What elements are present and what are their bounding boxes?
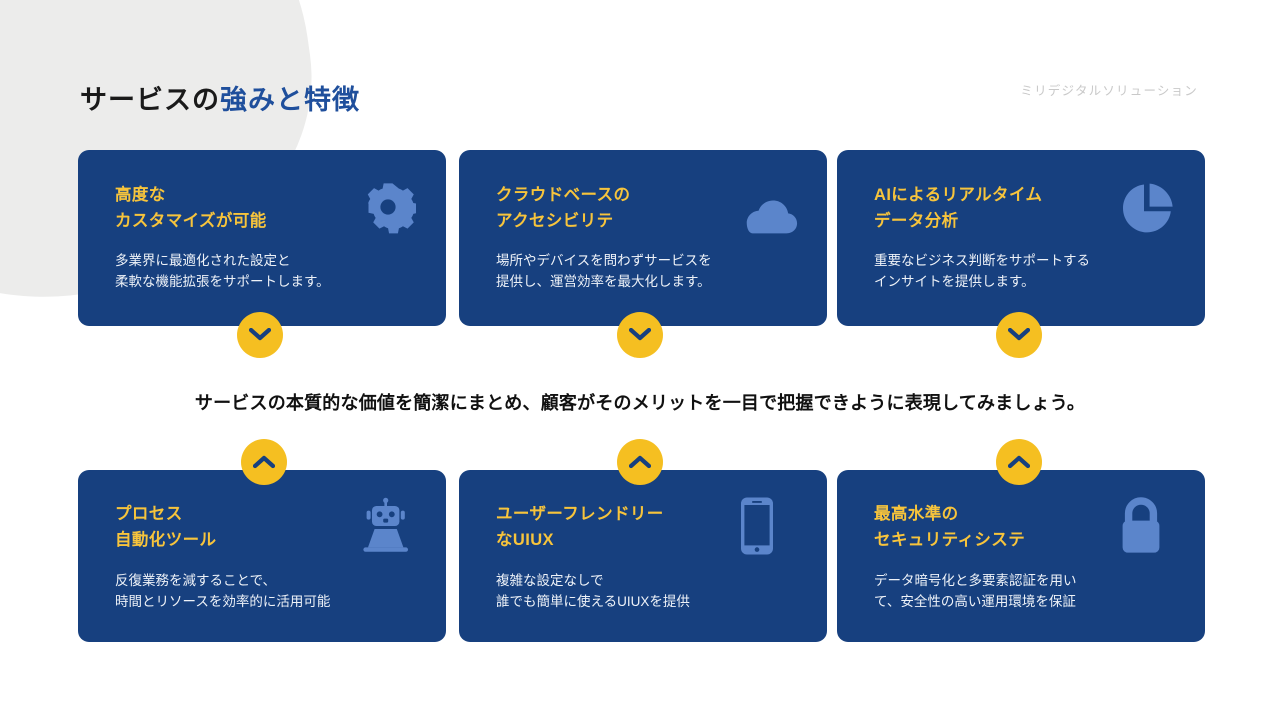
card-title: 高度な カスタマイズが可能: [115, 183, 267, 234]
card-title-line1: クラウドベースの: [496, 186, 631, 204]
chevron-up-icon: [629, 455, 651, 469]
card-body-line2: インサイトを提供します。: [874, 274, 1035, 290]
card-body-line1: データ暗号化と多要素認証を用い: [874, 573, 1077, 588]
card-body: データ暗号化と多要素認証を用い て、安全性の高い運用環境を保証: [874, 570, 1077, 613]
card-title-line1: ユーザーフレンドリー: [496, 505, 664, 523]
card-title-line2: アクセシビリテ: [496, 211, 614, 230]
card-body-line1: 複雑な設定なしで: [496, 573, 604, 588]
feature-card-process-automation[interactable]: プロセス 自動化ツール 反復業務を減することで、 時間とリソースを効率的に活用可…: [78, 470, 446, 642]
card-title-line1: 高度な: [115, 186, 166, 204]
lock-icon: [1111, 496, 1171, 556]
card-body-line2: 誰でも簡単に使えるUIUXを提供: [496, 594, 690, 610]
card-title-line1: 最高水準の: [874, 505, 959, 523]
card-title-line2: セキュリティシステ: [874, 530, 1026, 549]
card-body: 複雑な設定なしで 誰でも簡単に使えるUIUXを提供: [496, 570, 690, 613]
feature-card-customization[interactable]: 高度な カスタマイズが可能 多業界に最適化された設定と 柔軟な機能拡張をサポート…: [78, 150, 446, 326]
card-body-line1: 場所やデバイスを問わずサービスを: [496, 253, 712, 268]
card-body-line1: 重要なビジネス判断をサポートする: [874, 253, 1090, 268]
chevron-down-icon: [629, 328, 651, 341]
chevron-up-badge-3[interactable]: [996, 439, 1042, 485]
card-title: ユーザーフレンドリー なUIUX: [496, 502, 664, 553]
card-body: 場所やデバイスを問わずサービスを 提供し、運営効率を最大化します。: [496, 250, 712, 293]
card-body-line2: 提供し、運営効率を最大化します。: [496, 274, 711, 290]
page-title-plain: サービスの: [80, 85, 220, 115]
chevron-down-badge-2[interactable]: [617, 312, 663, 358]
chevron-down-icon: [249, 328, 271, 341]
card-body-line2: て、安全性の高い運用環境を保証: [874, 594, 1076, 610]
chevron-up-icon: [253, 455, 275, 469]
card-title: クラウドベースの アクセシビリテ: [496, 183, 630, 234]
pie-chart-icon: [1117, 178, 1177, 238]
card-title-line2: 自動化ツール: [115, 530, 217, 549]
cloud-icon: [739, 184, 799, 244]
card-body-line2: 時間とリソースを効率的に活用可能: [115, 594, 331, 610]
card-title: AIによるリアルタイム データ分析: [874, 183, 1042, 234]
card-body-line1: 反復業務を減することで、: [115, 573, 277, 588]
robot-icon: [356, 496, 416, 556]
center-statement: サービスの本質的な価値を簡潔にまとめ、顧客がそのメリットを一目で把握できように表…: [194, 393, 1086, 413]
feature-card-user-friendly-uiux[interactable]: ユーザーフレンドリー なUIUX 複雑な設定なしで 誰でも簡単に使えるUIUXを…: [459, 470, 827, 642]
card-body: 多業界に最適化された設定と 柔軟な機能拡張をサポートします。: [115, 250, 330, 293]
card-body: 重要なビジネス判断をサポートする インサイトを提供します。: [874, 250, 1090, 293]
feature-card-security-system[interactable]: 最高水準の セキュリティシステ データ暗号化と多要素認証を用い て、安全性の高い…: [837, 470, 1205, 642]
card-title-line2: なUIUX: [496, 530, 554, 549]
chevron-down-badge-1[interactable]: [237, 312, 283, 358]
brand-label: ミリデジタルソリューション: [1020, 84, 1198, 98]
card-title: プロセス 自動化ツール: [115, 502, 216, 553]
smartphone-icon: [727, 496, 787, 556]
card-body-line2: 柔軟な機能拡張をサポートします。: [115, 274, 330, 290]
page-title-accent: 強みと特徴: [220, 85, 360, 115]
feature-card-cloud-accessibility[interactable]: クラウドベースの アクセシビリテ 場所やデバイスを問わずサービスを 提供し、運営…: [459, 150, 827, 326]
chevron-up-icon: [1008, 455, 1030, 469]
page-title: サービスの強みと特徴: [80, 78, 360, 117]
card-title-line2: データ分析: [874, 211, 959, 230]
card-title-line1: AIによるリアルタイム: [874, 186, 1043, 204]
card-title-line1: プロセス: [115, 505, 183, 523]
feature-card-ai-realtime-analytics[interactable]: AIによるリアルタイム データ分析 重要なビジネス判断をサポートする インサイト…: [837, 150, 1205, 326]
card-body-line1: 多業界に最適化された設定と: [115, 253, 291, 268]
gear-icon: [358, 178, 418, 238]
card-title-line2: カスタマイズが可能: [115, 211, 267, 230]
chevron-up-badge-1[interactable]: [241, 439, 287, 485]
chevron-down-icon: [1008, 328, 1030, 341]
chevron-down-badge-3[interactable]: [996, 312, 1042, 358]
card-body: 反復業務を減することで、 時間とリソースを効率的に活用可能: [115, 570, 330, 613]
card-title: 最高水準の セキュリティシステ: [874, 502, 1025, 553]
chevron-up-badge-2[interactable]: [617, 439, 663, 485]
